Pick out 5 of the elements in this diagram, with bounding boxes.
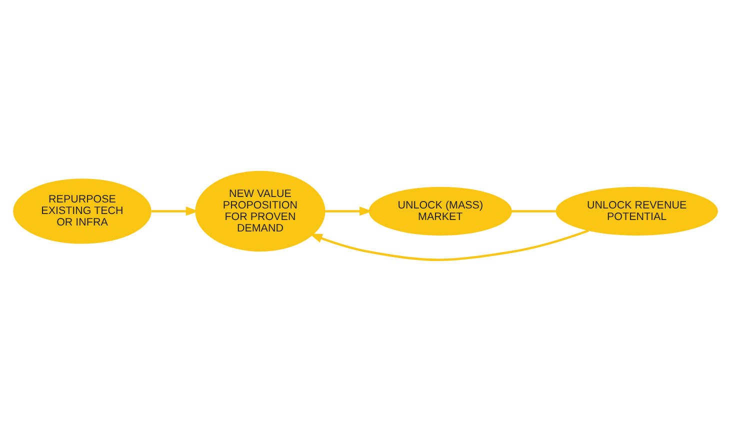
arrow [309, 230, 590, 261]
node-ellipse: UNLOCK (MASS) MARKET [368, 186, 512, 236]
node-ellipse: UNLOCK REVENUE POTENTIAL [556, 186, 718, 236]
node-ellipse: REPURPOSE EXISTING TECH OR INFRA [13, 178, 152, 244]
connector [512, 210, 556, 212]
